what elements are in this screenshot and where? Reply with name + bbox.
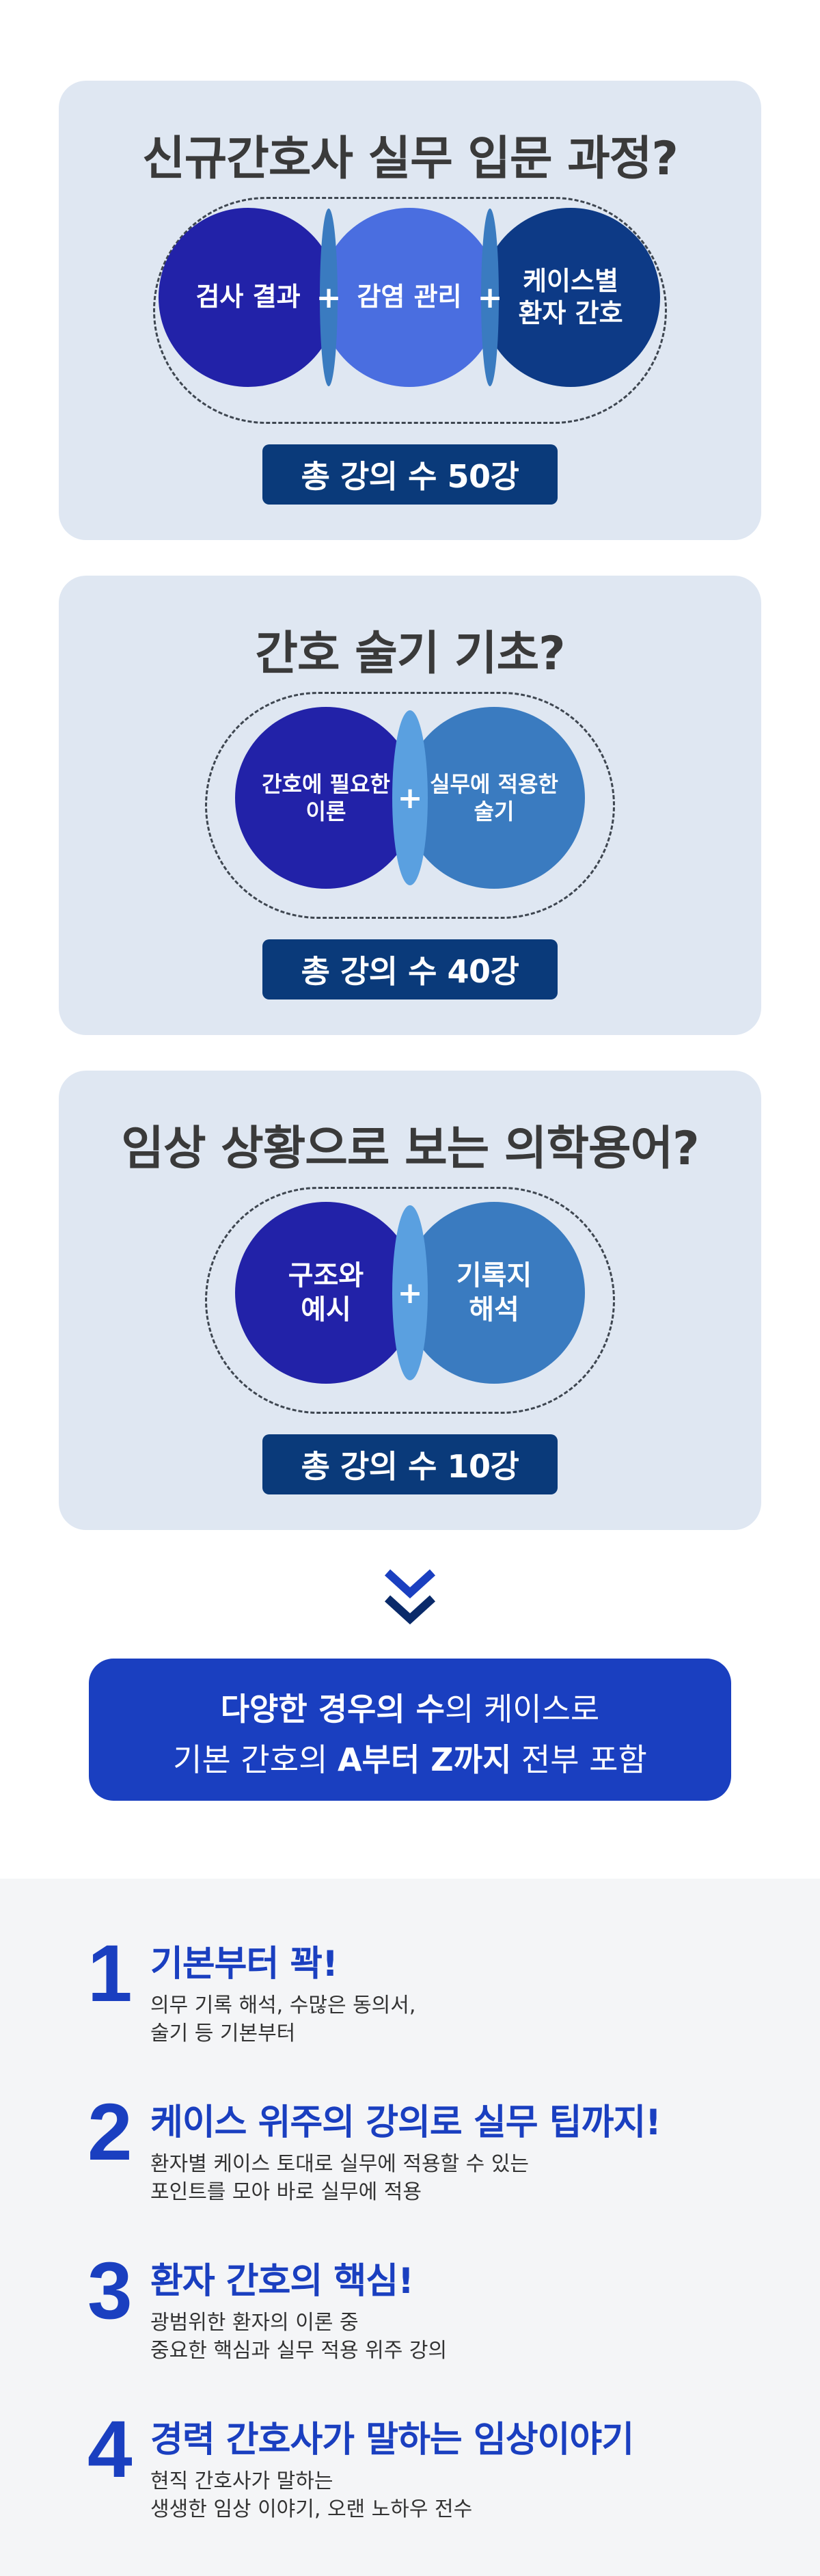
feature-description: 의무 기록 해석, 수많은 동의서, 술기 등 기본부터 xyxy=(150,1992,415,2048)
overlap-lens xyxy=(392,710,428,885)
feature-number: 2 xyxy=(87,2087,133,2177)
banner-emphasis: A부터 Z까지 xyxy=(338,1741,512,1778)
card-title: 신규간호사 실무 입문 과정? xyxy=(142,132,679,186)
topic-circle-1: 간호에 필요한 이론 xyxy=(235,707,417,889)
topic-circle-1: 검사 결과 xyxy=(159,208,338,387)
banner-line-2: 기본 간호의 A부터 Z까지 전부 포함 xyxy=(89,1735,731,1780)
topic-label: 실무에 적용한 술기 xyxy=(430,771,558,824)
banner-text: 기본 간호의 xyxy=(173,1741,338,1778)
lecture-count-badge: 총 강의 수 50강 xyxy=(262,444,558,505)
plus-icon: + xyxy=(397,1275,423,1311)
overlap-lens xyxy=(320,209,338,386)
lecture-count-badge: 총 강의 수 40강 xyxy=(262,939,558,999)
feature-desc-line: 광범위한 환자의 이론 중 xyxy=(150,2311,359,2335)
dashed-outline xyxy=(205,692,615,919)
banner-emphasis: 다양한 경우의 수 xyxy=(220,1691,446,1728)
feature-number: 1 xyxy=(87,1929,133,2019)
card-title: 임상 상황으로 보는 의학용어? xyxy=(121,1122,699,1176)
feature-title: 환자 간호의 핵심! xyxy=(150,2261,414,2302)
topic-label: 검사 결과 xyxy=(195,282,301,312)
topic-label: 구조와 예시 xyxy=(288,1260,364,1326)
feature-description: 광범위한 환자의 이론 중 중요한 핵심과 실무 적용 위주 강의 xyxy=(150,2309,447,2365)
banner-line-1: 다양한 경우의 수의 케이스로 xyxy=(89,1685,731,1730)
feature-desc-line: 의무 기록 해석, 수많은 동의서, xyxy=(150,1994,416,2017)
course-card-3: 임상 상황으로 보는 의학용어? 구조와 예시 기록지 해석 + 총 강의 수 … xyxy=(59,1071,761,1530)
feature-title: 기본부터 꽉! xyxy=(150,1944,338,1985)
topic-circle-2: 실무에 적용한 술기 xyxy=(403,707,585,889)
topic-circle-3: 케이스별 환자 간호 xyxy=(481,208,660,387)
plus-icon: + xyxy=(397,780,423,816)
course-card-1: 신규간호사 실무 입문 과정? 검사 결과 감염 관리 케이스별 환자 간호 +… xyxy=(59,81,761,540)
feature-number: 3 xyxy=(87,2246,133,2336)
feature-desc-line: 생생한 임상 이야기, 오랜 노하우 전수 xyxy=(150,2497,473,2521)
feature-list: 1 기본부터 꽉! 의무 기록 해석, 수많은 동의서, 술기 등 기본부터 2… xyxy=(0,1879,820,2576)
banner-text: 의 케이스로 xyxy=(445,1691,600,1728)
feature-desc-line: 현직 간호사가 말하는 xyxy=(150,2469,333,2493)
banner-text: 전부 포함 xyxy=(511,1741,647,1778)
topic-circle-2: 기록지 해석 xyxy=(403,1202,585,1384)
dashed-outline xyxy=(205,1187,615,1414)
topic-circle-1: 구조와 예시 xyxy=(235,1202,417,1384)
feature-number: 4 xyxy=(87,2404,133,2495)
feature-title: 케이스 위주의 강의로 실무 팁까지! xyxy=(150,2102,661,2143)
feature-desc-line: 포인트를 모아 바로 실무에 적용 xyxy=(150,2179,422,2204)
card-title: 간호 술기 기초? xyxy=(255,627,565,681)
feature-title: 경력 간호사가 말하는 임상이야기 xyxy=(150,2419,634,2460)
overlap-lens xyxy=(392,1205,428,1380)
topic-circle-2: 감염 관리 xyxy=(320,208,499,387)
feature-description: 현직 간호사가 말하는 생생한 임상 이야기, 오랜 노하우 전수 xyxy=(150,2468,472,2523)
feature-desc-line: 중요한 핵심과 실무 적용 위주 강의 xyxy=(150,2338,448,2363)
plus-icon: + xyxy=(477,280,503,315)
topic-label: 기록지 해석 xyxy=(456,1260,532,1326)
feature-desc-line: 술기 등 기본부터 xyxy=(150,2021,296,2045)
double-chevron-down-icon xyxy=(384,1569,436,1625)
feature-desc-line: 환자별 케이스 토대로 실무에 적용할 수 있는 xyxy=(150,2152,530,2176)
topic-label: 간호에 필요한 이론 xyxy=(262,771,390,824)
topic-label: 케이스별 환자 간호 xyxy=(518,265,623,329)
dashed-outline xyxy=(153,197,667,424)
summary-banner: 다양한 경우의 수의 케이스로 기본 간호의 A부터 Z까지 전부 포함 xyxy=(89,1659,731,1801)
topic-label: 감염 관리 xyxy=(357,282,462,312)
lecture-count-badge: 총 강의 수 10강 xyxy=(262,1434,558,1494)
feature-description: 환자별 케이스 토대로 실무에 적용할 수 있는 포인트를 모아 바로 실무에 … xyxy=(150,2151,529,2206)
course-card-2: 간호 술기 기초? 간호에 필요한 이론 실무에 적용한 술기 + 총 강의 수… xyxy=(59,576,761,1035)
overlap-lens xyxy=(481,209,499,386)
plus-icon: + xyxy=(316,280,342,315)
